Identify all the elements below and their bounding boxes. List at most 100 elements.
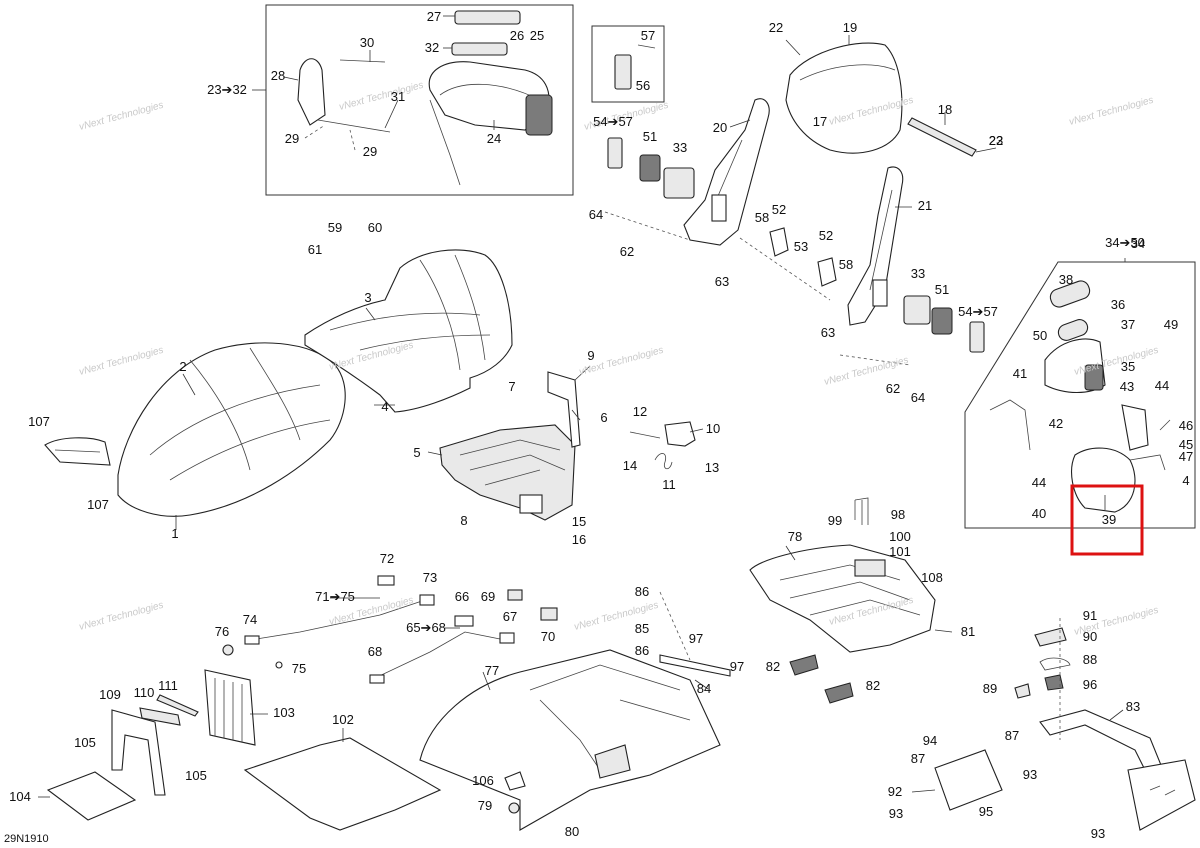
callout-label: 69 <box>481 589 495 604</box>
strip-110[interactable] <box>139 707 181 726</box>
callout-label: 29 <box>285 131 299 146</box>
callout-label: 36 <box>1111 297 1125 312</box>
rod-18[interactable] <box>907 117 977 157</box>
bracket-109[interactable] <box>111 709 166 796</box>
connector-70[interactable] <box>540 607 558 621</box>
callout-label: 67 <box>503 609 517 624</box>
knob-54-57-lower[interactable] <box>969 321 985 353</box>
grommet-76[interactable] <box>222 644 234 656</box>
callout-label: 86 <box>635 584 649 599</box>
callout-label: 72 <box>380 551 394 566</box>
storage-pouch-assembly[interactable] <box>989 279 1171 513</box>
plate-92[interactable] <box>934 749 1003 811</box>
plate-52-lower[interactable] <box>817 257 837 287</box>
callout-label: 79 <box>478 798 492 813</box>
callout-label: 25 <box>530 28 544 43</box>
callout-label: 56 <box>636 78 650 93</box>
callout-label: 37 <box>1121 317 1135 332</box>
callout-label: 107 <box>28 414 50 429</box>
callout-label: 22 <box>769 20 783 35</box>
callout-label: 62 <box>886 381 900 396</box>
callout-label: 105 <box>185 768 207 783</box>
watermark-text: vNext Technologies <box>1068 95 1155 128</box>
callout-label: 51 <box>935 282 949 297</box>
rear-fender-77[interactable] <box>419 649 721 831</box>
ventilation-grille-103[interactable] <box>204 669 256 746</box>
callout-label: 64 <box>911 390 925 405</box>
callout-label: 7 <box>508 379 515 394</box>
callout-label: 108 <box>921 570 943 585</box>
seat-passenger-backrest[interactable] <box>304 249 513 413</box>
clip-106[interactable] <box>504 771 526 791</box>
callout-label: 94 <box>923 733 937 748</box>
cover-33-lower[interactable] <box>903 295 931 325</box>
callout-label: 4 <box>381 399 388 414</box>
group-box-34-50 <box>964 261 1196 529</box>
callout-label: 50 <box>1033 328 1047 343</box>
callout-label: 90 <box>1083 629 1097 644</box>
clip-89[interactable] <box>1014 683 1031 699</box>
strap-88[interactable] <box>1039 657 1071 671</box>
backrest-frame-20[interactable] <box>683 98 770 246</box>
callout-label: 87 <box>911 751 925 766</box>
callout-label: 18 <box>938 102 952 117</box>
callout-label: 10 <box>706 421 720 436</box>
luggage-rack-83[interactable] <box>1039 709 1196 831</box>
pad-51-upper[interactable] <box>639 154 661 182</box>
range-callout-label: 34➔50 <box>1105 235 1145 250</box>
callout-label: 42 <box>1049 416 1063 431</box>
buckle-96[interactable] <box>1044 674 1064 691</box>
seat-base-bracket[interactable] <box>439 424 576 521</box>
tray-104[interactable] <box>46 771 137 821</box>
bracket-84[interactable] <box>659 654 731 677</box>
callout-label: 76 <box>215 624 229 639</box>
watermark-text: vNext Technologies <box>78 345 165 378</box>
cover-33-upper[interactable] <box>663 167 695 199</box>
harness-71-75[interactable] <box>244 575 435 669</box>
callout-label: 33 <box>911 266 925 281</box>
callout-label: 15 <box>572 514 586 529</box>
plate-90[interactable] <box>1034 627 1067 647</box>
latch-assembly[interactable] <box>629 421 696 470</box>
callout-label: 89 <box>983 681 997 696</box>
luggage-tray-78[interactable] <box>749 544 936 653</box>
callout-label: 104 <box>9 789 31 804</box>
callout-label: 45 <box>1179 437 1193 452</box>
pad-51-lower[interactable] <box>931 307 953 335</box>
bracket-98[interactable] <box>854 497 869 525</box>
harness-65-68[interactable] <box>369 615 515 684</box>
callout-label: 106 <box>472 773 494 788</box>
callout-label: 82 <box>866 678 880 693</box>
connector-69[interactable] <box>507 589 523 601</box>
callout-label: 81 <box>961 624 975 639</box>
callout-label: 77 <box>485 663 499 678</box>
callout-label: 13 <box>705 460 719 475</box>
callout-label: 12 <box>633 404 647 419</box>
callout-label: 99 <box>828 513 842 528</box>
callout-label: 27 <box>427 9 441 24</box>
bumper-82-b[interactable] <box>824 682 854 704</box>
callout-label: 31 <box>391 89 405 104</box>
group-box-54-57 <box>591 25 665 103</box>
seat-driver[interactable] <box>44 342 346 517</box>
callout-label: 23 <box>989 133 1003 148</box>
callout-label: 78 <box>788 529 802 544</box>
backrest-pad-19[interactable] <box>785 42 903 154</box>
plate-52-upper[interactable] <box>769 227 789 257</box>
callout-label: 110 <box>134 685 155 700</box>
knob-54-57-upper[interactable] <box>607 137 623 169</box>
bumper-82-a[interactable] <box>789 654 819 676</box>
strip-111[interactable] <box>156 694 199 717</box>
mat-102[interactable] <box>243 737 442 831</box>
armrest-assembly[interactable] <box>297 10 553 186</box>
backrest-frame-21[interactable] <box>847 166 904 326</box>
knob-kit[interactable] <box>614 44 656 90</box>
callout-label: 74 <box>243 612 257 627</box>
callout-label: 46 <box>1179 418 1193 433</box>
callout-label: 52 <box>772 202 786 217</box>
group-box-23-32 <box>265 4 574 196</box>
callout-label: 26 <box>510 28 524 43</box>
grommet-79[interactable] <box>508 802 520 814</box>
callout-label: 5 <box>413 445 420 460</box>
callout-label: 84 <box>697 681 711 696</box>
